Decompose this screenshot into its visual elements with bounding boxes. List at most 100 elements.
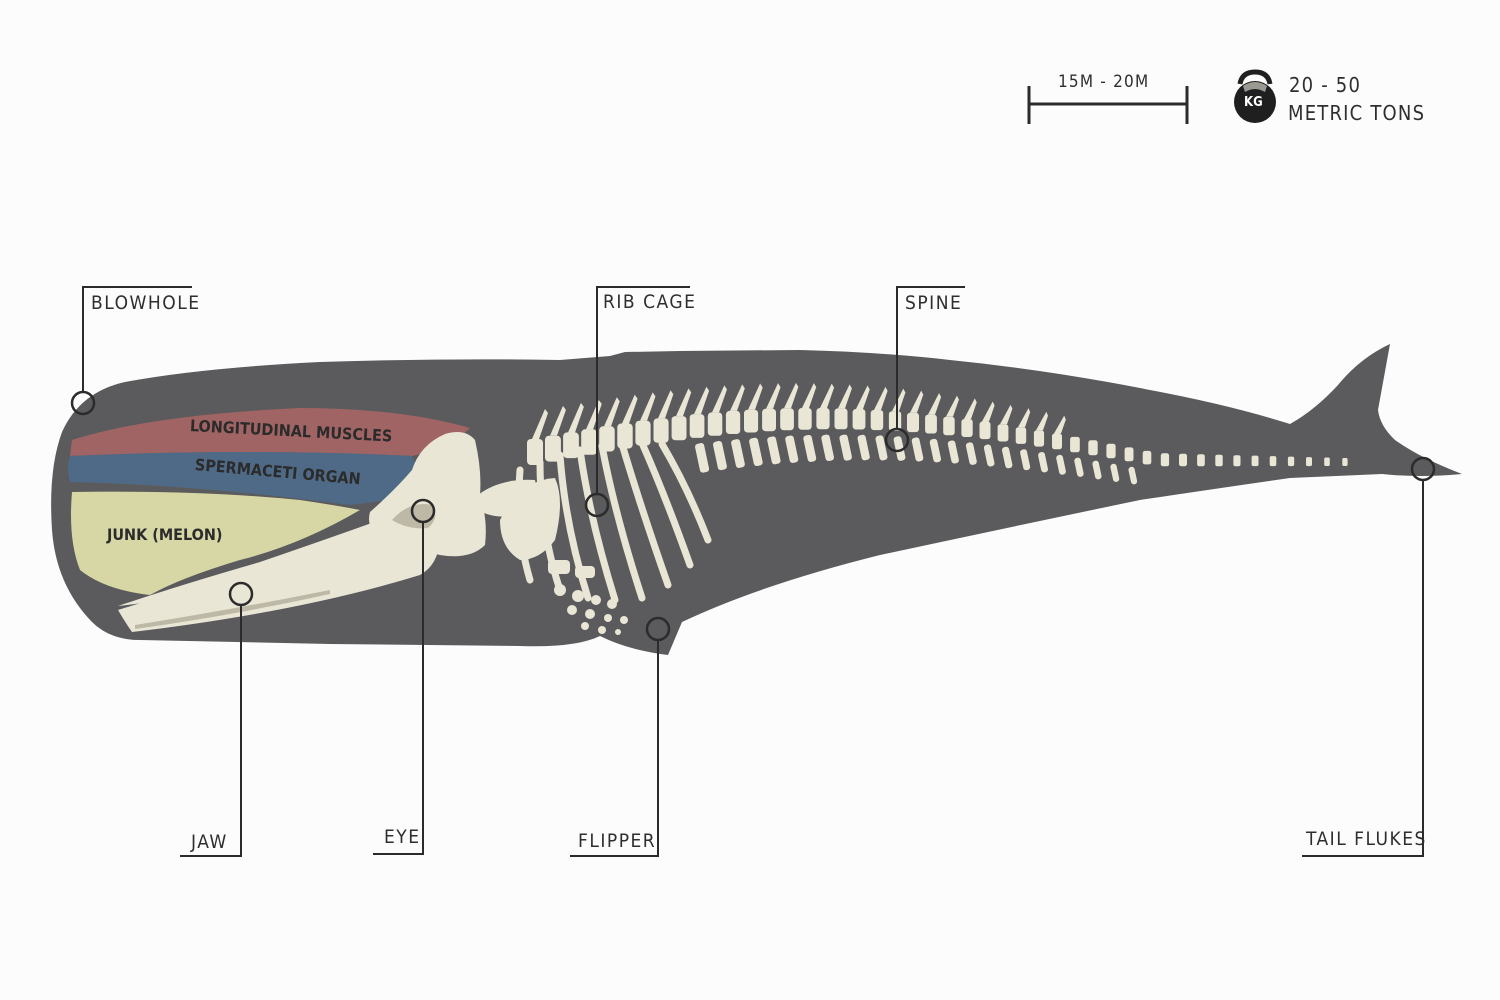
vertebra <box>852 409 866 430</box>
vertebra <box>545 435 561 462</box>
vertebra-spinous-process <box>892 388 906 412</box>
blowhole-marker <box>70 390 96 416</box>
chevron-bone <box>911 437 924 462</box>
vertebra <box>1233 455 1241 467</box>
vertebra-spinous-process <box>550 405 566 436</box>
vertebra-spinous-process <box>1018 408 1031 428</box>
eye-callout-line <box>373 521 424 855</box>
vertebra-spinous-process <box>820 383 835 409</box>
flipper-label: FLIPPER <box>578 830 657 852</box>
vertebra-spinous-process <box>658 390 674 419</box>
vertebra <box>653 418 669 443</box>
chevron-bone <box>821 434 834 462</box>
junk-melon-region <box>71 491 360 595</box>
vertebra-spinous-process <box>856 385 870 410</box>
weight-range-label: 20 - 50 <box>1289 73 1362 97</box>
chevron-bone <box>749 437 763 467</box>
vertebra-spinous-process <box>802 383 817 408</box>
vertebra <box>870 410 884 431</box>
vertebra-spinous-process <box>640 392 656 421</box>
jaw-marker <box>228 581 254 607</box>
vertebra <box>798 408 812 430</box>
chevron-bone <box>983 444 995 467</box>
vertebra-spinous-process <box>910 390 924 413</box>
vertebra <box>1269 456 1277 467</box>
flipper-callout-line <box>570 640 659 857</box>
blowhole-label: BLOWHOLE <box>91 292 201 314</box>
chevron-bone <box>929 438 942 463</box>
chevron-bone <box>713 440 727 471</box>
vertebra <box>581 429 597 455</box>
vertebra-spinous-process <box>748 383 763 410</box>
vertebra <box>707 412 723 436</box>
vertebra <box>1124 447 1134 462</box>
chevron-bone <box>1001 446 1013 469</box>
skull-bone <box>369 432 486 557</box>
vertebra-spinous-process <box>838 384 852 409</box>
chevron-bone <box>695 443 710 473</box>
jaw-teeth <box>135 590 330 629</box>
vertebra <box>780 408 794 431</box>
rib-cage-callout-line <box>596 286 690 495</box>
vertebra <box>1106 443 1116 459</box>
vertebra <box>1179 453 1187 467</box>
spermaceti-organ-region <box>68 452 416 505</box>
vertebra-spinous-process <box>784 382 799 409</box>
tail-flukes-callout-line <box>1302 480 1424 857</box>
vertebra <box>834 408 848 430</box>
vertebra-spinous-process <box>874 386 888 410</box>
spine-callout-line <box>896 286 965 430</box>
vertebra <box>888 411 902 431</box>
vertebra-spinous-process <box>1000 404 1013 425</box>
vertebra-spinous-process <box>604 397 620 427</box>
vertebra <box>907 412 919 433</box>
vertebra-spinous-process <box>712 385 727 413</box>
vertebra <box>527 439 543 465</box>
vertebra <box>1324 457 1330 466</box>
kg-icon-label: KG <box>1244 95 1263 110</box>
spine-vertebrae <box>527 382 1348 485</box>
longitudinal-muscles-region <box>70 408 470 456</box>
callout-lines <box>82 286 1424 857</box>
vertebra-spinous-process <box>928 392 942 415</box>
vertebra-spinous-process <box>1054 415 1066 434</box>
vertebra <box>563 432 579 459</box>
vertebra <box>997 424 1009 442</box>
neck-vertebrae <box>478 479 536 517</box>
vertebra <box>617 423 633 449</box>
rib-cage-marker <box>584 492 610 518</box>
chevron-bone <box>767 436 781 465</box>
tail-flukes-marker <box>1410 456 1436 482</box>
vertebra-spinous-process <box>532 409 548 439</box>
vertebra <box>1052 433 1062 450</box>
chevron-bone <box>785 435 799 463</box>
junk-melon-label: JUNK (MELON) <box>107 525 223 544</box>
upper-jaw-bone <box>118 520 395 606</box>
vertebra <box>671 416 687 441</box>
vertebra <box>1142 450 1152 465</box>
vertebra-spinous-process <box>694 386 710 415</box>
skeleton <box>118 382 1348 635</box>
vertebra-spinous-process <box>946 395 959 417</box>
vertebra <box>1088 440 1098 456</box>
vertebra <box>1342 458 1348 466</box>
vertebra <box>599 426 615 452</box>
length-range-label: 15M - 20M <box>1058 72 1150 92</box>
vertebra <box>961 419 973 437</box>
vertebra <box>979 421 991 440</box>
chevron-bone <box>1128 466 1138 485</box>
vertebra <box>1215 454 1223 467</box>
vertebra <box>1070 436 1080 453</box>
chevron-bone <box>1092 460 1102 480</box>
vertebra-spinous-process <box>1036 411 1049 431</box>
blowhole-callout-line <box>82 286 192 393</box>
lower-jaw-bone <box>118 534 440 632</box>
vertebra-spinous-process <box>676 388 692 417</box>
kg-weight-icon <box>1234 69 1276 123</box>
chevron-bone <box>947 440 959 464</box>
vertebra <box>1033 430 1045 447</box>
spine-label: SPINE <box>905 292 963 314</box>
weight-unit-label: METRIC TONS <box>1288 101 1426 125</box>
